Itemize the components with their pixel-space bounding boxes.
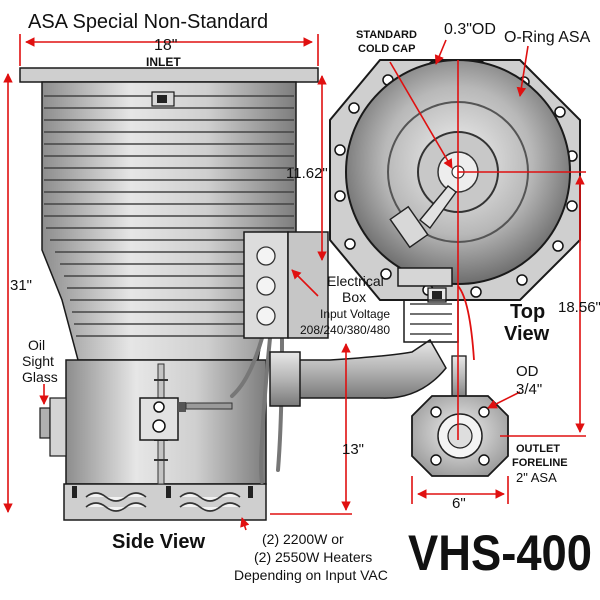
dim-6-label: 6" (452, 495, 466, 512)
electrical-pointer (291, 269, 319, 297)
voltages-label: 208/240/380/480 (300, 323, 390, 337)
outlet-label-2: FORELINE (512, 457, 568, 469)
top-coil-tubes (410, 303, 452, 335)
dim-31-label: 31" (10, 277, 32, 294)
oil-sight-glass (39, 407, 51, 439)
baffle-bracket (389, 185, 457, 249)
model-label: VHS-400 (408, 525, 592, 581)
top-coil-block (397, 267, 453, 287)
conduit-knockout-1 (256, 246, 276, 266)
od03-pointer (434, 39, 447, 65)
conduit-knockout-2 (256, 276, 276, 296)
top-coil-redline (457, 285, 475, 361)
heaters-label-3: Depending on Input VAC (234, 567, 388, 583)
outlet-bolt-holes (430, 406, 490, 466)
heaters-label-2: (2) 2550W Heaters (254, 549, 372, 565)
top-coil-outline (403, 299, 459, 343)
outlet-label-1: OUTLET (516, 443, 560, 455)
side-view-pump (19, 67, 447, 521)
sensor-port-bottom (152, 419, 166, 433)
top-fitting-hole (157, 95, 167, 103)
inlet-flange (19, 67, 319, 83)
dim-13-label: 13" (342, 441, 364, 458)
top-coil-fitting-hole (432, 291, 442, 299)
foreline-stub (269, 351, 301, 407)
sensor-port-top (153, 401, 165, 413)
sensor-cable (185, 402, 233, 410)
dim-1856-label: 18.56" (558, 299, 600, 316)
oil-label-1: Oil (28, 337, 45, 353)
electrical-box (243, 231, 329, 339)
cooling-fins (44, 95, 294, 337)
outlet-label-3: 2" ASA (516, 470, 557, 485)
input-voltage-label: Input Voltage (320, 307, 390, 321)
header-title: ASA Special Non-Standard (28, 11, 268, 33)
outlet-neck (451, 355, 467, 401)
oil-label-3: Glass (22, 369, 58, 385)
oring-label: O-Ring ASA (504, 29, 591, 46)
top-view (329, 59, 581, 361)
od34-label-2: 3/4" (516, 381, 542, 398)
heater-terminals (72, 486, 253, 498)
cold-cap-label-2: COLD CAP (358, 43, 415, 55)
oring-pointer (516, 45, 529, 97)
top-view-label-1: Top (510, 301, 545, 323)
labels: ASA Special Non-Standard 18" INLET 31" 1… (10, 11, 600, 583)
conduit-knockout-3 (256, 306, 276, 326)
side-view-label: Side View (112, 531, 205, 553)
oil-sight-housing (49, 397, 67, 457)
od34-label-1: OD (516, 363, 539, 380)
dim-1162-label: 11.62" (286, 165, 328, 182)
od03-label: 0.3"OD (444, 21, 496, 38)
cold-cap-label-1: STANDARD (356, 29, 417, 41)
od34-pointer (487, 391, 521, 409)
cold-cap-pointer (389, 61, 453, 169)
electrical-label-1: Electrical (327, 273, 384, 289)
sensor-side-fitting (178, 402, 186, 412)
top-view-label-2: View (504, 323, 550, 345)
inlet-label: INLET (146, 55, 181, 69)
outlet-inner-bore (447, 423, 473, 449)
heaters-pointer (240, 517, 250, 531)
oil-label-2: Sight (22, 353, 54, 369)
dim-18-label: 18" (154, 37, 177, 54)
electrical-label-2: Box (342, 289, 366, 305)
heaters-label-1: (2) 2200W or (262, 531, 344, 547)
dimension-lines (3, 34, 586, 531)
heater-plate (63, 483, 267, 521)
foreline-elbow (293, 338, 447, 399)
heater-elements (85, 492, 241, 512)
